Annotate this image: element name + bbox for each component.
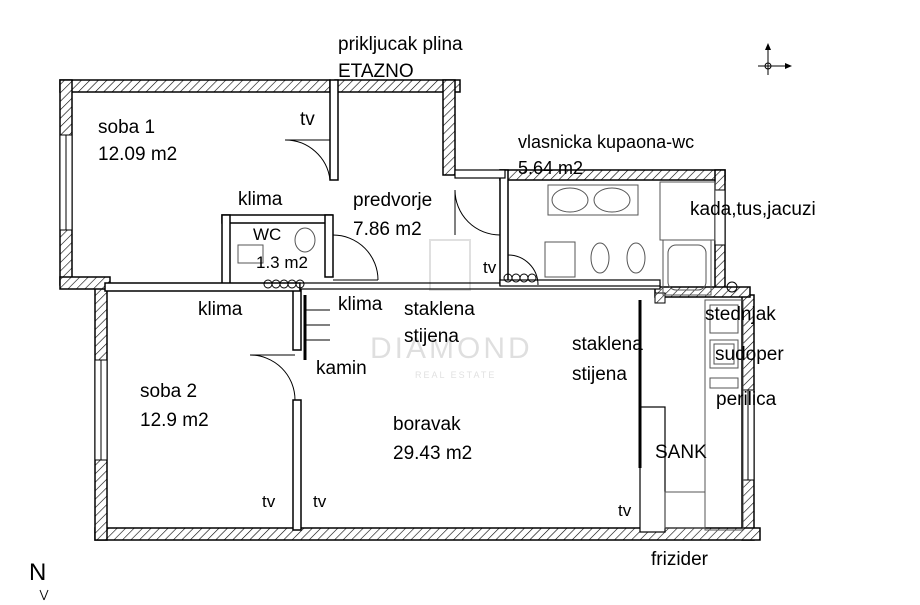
windows: [59, 134, 755, 481]
tv-living-left: tv: [313, 492, 327, 511]
tv-hallway: tv: [483, 258, 497, 277]
hallway-area: 7.86 m2: [353, 219, 422, 240]
interior-walls: [104, 79, 666, 533]
room2-name: soba 2: [140, 381, 197, 402]
compass-icon: [758, 43, 792, 75]
bar-label: SANK: [655, 442, 707, 463]
tv-room2: tv: [262, 492, 276, 511]
doors: [249, 139, 539, 401]
north-letter: N: [29, 559, 46, 586]
ac-room1: klima: [238, 189, 283, 210]
fireplace-label: kamin: [316, 358, 367, 379]
bath-area: 5.64 m2: [518, 158, 583, 178]
gas-connection-floor-label: ETAZNO: [338, 61, 414, 82]
ac-living: klima: [338, 294, 383, 315]
tv-living-right: tv: [618, 501, 632, 520]
bath-fixture-label: kada,tus,jacuzi: [690, 199, 816, 220]
wc-name: WC: [253, 225, 281, 244]
glass-wall-2-line1: staklena: [572, 334, 643, 355]
tv-room1: tv: [300, 109, 315, 130]
ac-room2: klima: [198, 299, 243, 320]
room1-area: 12.09 m2: [98, 144, 177, 165]
watermark-brand: DIAMOND: [370, 332, 533, 365]
bath-fixtures: [237, 181, 716, 296]
kitchen-fixtures: [664, 281, 744, 531]
stairs: [305, 309, 330, 341]
north-arrow-icon: [39, 589, 49, 601]
glass-wall-1-line2: stijena: [404, 326, 459, 347]
room-labels: prikljucak plina ETAZNO soba 1 12.09 m2 …: [29, 34, 816, 586]
living-name: boravak: [393, 414, 461, 435]
wc-area: 1.3 m2: [256, 253, 308, 272]
room1-name: soba 1: [98, 117, 155, 138]
stove-label: stednjak: [705, 304, 776, 325]
sink-label: sudoper: [715, 344, 784, 365]
glass-wall-2-line2: stijena: [572, 364, 627, 385]
watermark-tagline: REAL ESTATE: [415, 370, 496, 380]
living-area: 29.43 m2: [393, 443, 472, 464]
hallway-name: predvorje: [353, 190, 432, 211]
glass-walls: [303, 295, 642, 468]
glass-wall-1-line1: staklena: [404, 299, 475, 320]
room2-area: 12.9 m2: [140, 410, 209, 431]
washer-label: perilica: [716, 389, 777, 410]
gas-connection-label: prikljucak plina: [338, 34, 463, 55]
fridge-label: frizider: [651, 549, 709, 570]
watermark: DIAMOND REAL ESTATE: [370, 239, 533, 380]
bath-name: vlasnicka kupaona-wc: [518, 132, 694, 152]
